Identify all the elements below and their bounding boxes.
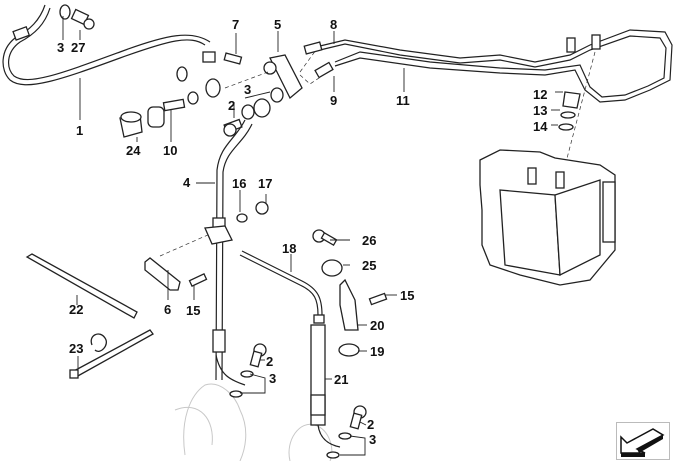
callout-17[interactable]: 17 (258, 176, 273, 191)
callout-25[interactable]: 25 (362, 258, 377, 273)
pipe-nut[interactable] (566, 37, 576, 53)
brake-hose-21[interactable] (310, 324, 341, 448)
nut-17[interactable] (255, 201, 269, 215)
sealing-ring[interactable] (241, 104, 255, 120)
callout-26[interactable]: 26 (362, 233, 377, 248)
callout-15[interactable]: 15 (186, 303, 201, 318)
bracket-6[interactable] (144, 257, 181, 291)
callout-7[interactable]: 7 (232, 17, 240, 32)
callout-23[interactable]: 23 (69, 341, 84, 356)
callout-22[interactable]: 22 (69, 302, 84, 317)
leader-lines (62, 16, 563, 456)
callout-14[interactable]: 14 (533, 119, 548, 134)
bolt-7[interactable] (223, 52, 243, 65)
holder-20[interactable] (339, 278, 359, 331)
callout-20[interactable]: 20 (370, 318, 385, 333)
callout-15[interactable]: 15 (400, 288, 415, 303)
bolt-15[interactable] (188, 273, 208, 287)
o-ring-14[interactable] (558, 123, 574, 131)
callout-21[interactable]: 21 (334, 372, 349, 387)
pipe-nut-8[interactable] (303, 41, 323, 55)
washer[interactable] (176, 66, 188, 82)
sealing-ring[interactable] (326, 451, 340, 459)
banjo-bolt-2[interactable] (223, 118, 243, 137)
callout-27[interactable]: 27 (71, 40, 86, 55)
sealing-ring[interactable] (59, 4, 71, 20)
pipe-nut-9[interactable] (314, 61, 334, 79)
callout-10[interactable]: 10 (163, 143, 178, 158)
bracket-5[interactable] (263, 54, 303, 100)
brake-hose-1[interactable] (2, 4, 221, 98)
callout-9[interactable]: 9 (330, 93, 338, 108)
callout-19[interactable]: 19 (370, 344, 385, 359)
callout-24[interactable]: 24 (126, 143, 141, 158)
callout-3[interactable]: 3 (369, 432, 377, 447)
banjo-bolt-2[interactable] (249, 343, 267, 368)
sealing-ring[interactable] (253, 98, 271, 118)
callout-3[interactable]: 3 (244, 82, 252, 97)
callout-2[interactable]: 2 (228, 98, 236, 113)
callout-6[interactable]: 6 (164, 302, 172, 317)
sealing-ring[interactable] (229, 390, 243, 398)
callout-2[interactable]: 2 (367, 417, 375, 432)
brake-pipe-18[interactable] (239, 250, 325, 324)
sealing-ring[interactable] (338, 432, 352, 440)
callout-3[interactable]: 3 (269, 371, 277, 386)
brake-hose-4[interactable] (204, 119, 253, 386)
banjo-bolt-2[interactable] (349, 405, 367, 430)
cable-tie-22[interactable] (25, 253, 138, 319)
sealing-ring[interactable] (270, 87, 284, 103)
back-arrow-icon (620, 428, 665, 457)
callout-1[interactable]: 1 (76, 123, 84, 138)
back-arrow-button[interactable] (616, 422, 670, 460)
bolt-26[interactable] (312, 229, 338, 246)
bolt-15[interactable] (368, 292, 388, 306)
cap-24[interactable] (119, 111, 143, 138)
callout-4[interactable]: 4 (183, 175, 191, 190)
callout-16[interactable]: 16 (232, 176, 247, 191)
grommet-19[interactable] (338, 343, 360, 357)
callout-2[interactable]: 2 (266, 354, 274, 369)
callout-18[interactable]: 18 (282, 241, 297, 256)
brake-caliper-outline (174, 383, 333, 461)
brake-pipe-11[interactable] (319, 29, 673, 103)
clamp-25[interactable] (321, 259, 343, 277)
sealing-ring[interactable] (240, 370, 254, 378)
pipe-nut[interactable] (591, 34, 601, 50)
callout-5[interactable]: 5 (274, 17, 282, 32)
o-ring-13[interactable] (560, 111, 576, 119)
callout-8[interactable]: 8 (330, 17, 338, 32)
cable-tie-23[interactable] (69, 329, 154, 379)
bolt-10[interactable] (147, 98, 186, 128)
callout-11[interactable]: 11 (396, 93, 410, 108)
washer[interactable] (187, 91, 199, 105)
callout-3[interactable]: 3 (57, 40, 65, 55)
plug-12[interactable] (562, 91, 581, 109)
washer-16[interactable] (236, 213, 248, 223)
banjo-bolt-27[interactable] (70, 8, 95, 30)
callout-12[interactable]: 12 (533, 87, 548, 102)
abs-hydraulic-unit[interactable] (479, 149, 616, 286)
callout-13[interactable]: 13 (533, 103, 548, 118)
